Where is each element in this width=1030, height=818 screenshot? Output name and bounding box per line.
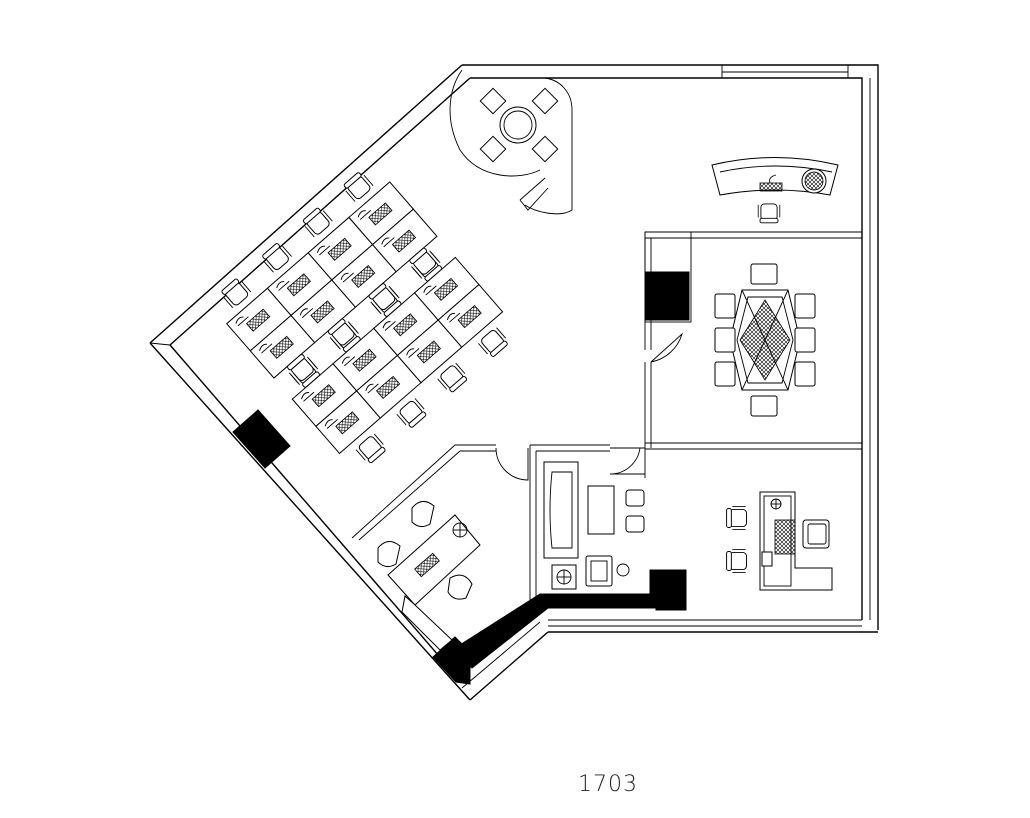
interior-partitions — [351, 69, 862, 600]
round-table-corner — [479, 87, 559, 163]
small-office — [377, 501, 481, 651]
unit-number-label: 1703 — [578, 772, 638, 797]
meeting-room — [714, 263, 816, 417]
lounge — [543, 461, 645, 590]
reception-desk — [711, 157, 839, 224]
outer-walls — [149, 64, 879, 701]
structural-columns — [232, 271, 690, 685]
manager-office — [726, 491, 833, 591]
